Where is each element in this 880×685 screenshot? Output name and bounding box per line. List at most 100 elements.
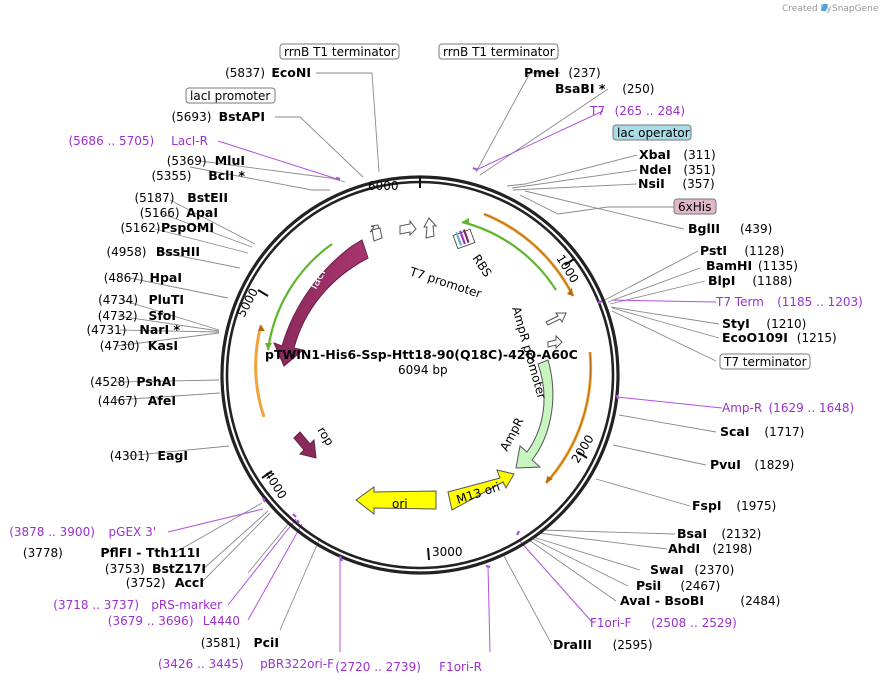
restriction-site[interactable]: BsaBI *(250) [555, 81, 654, 96]
site-name: PstI [700, 243, 727, 258]
6xhis-box[interactable]: 6xHis [673, 198, 717, 215]
restriction-site[interactable]: StyI(1210) [722, 316, 806, 331]
coordinate-ticks [257, 176, 588, 561]
plasmid-length: 6094 bp [398, 363, 448, 377]
site-position: (4528) [90, 375, 130, 389]
primer-label[interactable]: Amp-R(1629 .. 1648) [722, 401, 854, 415]
restriction-site[interactable]: PspOMI(5162) [120, 220, 214, 235]
svg-text:lac operator: lac operator [617, 126, 690, 140]
restriction-site[interactable]: NarI *(4731) [86, 322, 180, 337]
site-name: AvaI - BsoBI [620, 593, 704, 608]
primer-name: pRS-marker [151, 598, 222, 612]
restriction-site[interactable]: XbaI(311) [639, 147, 716, 162]
site-position: (4301) [110, 449, 150, 463]
site-name: BstAPI [219, 109, 265, 124]
site-position: (1188) [752, 274, 792, 288]
site-name: AccI [175, 575, 204, 590]
restriction-site[interactable]: PvuI(1829) [710, 457, 794, 472]
restriction-site[interactable]: BstEII(5187) [134, 190, 228, 205]
small-feature-arrows[interactable] [369, 217, 567, 350]
laci-promoter-box[interactable]: lacI promoter [185, 87, 276, 104]
restriction-site[interactable]: NsiI(357) [638, 176, 715, 191]
primer-label[interactable]: pBR322ori-F(3426 .. 3445) [158, 657, 334, 671]
rrnb-t1-box-1[interactable]: rrnB T1 terminator [279, 43, 400, 60]
lac-operator-box[interactable]: lac operator [612, 124, 692, 141]
restriction-site[interactable]: DraIII(2595) [553, 637, 653, 652]
restriction-site[interactable]: PsiI(2467) [636, 578, 720, 593]
primer-name: pBR322ori-F [260, 657, 334, 671]
restriction-site[interactable]: AccI(3752) [126, 575, 204, 590]
ampr-feature-arrow[interactable] [515, 359, 554, 469]
site-position: (357) [682, 177, 714, 191]
site-position: (1829) [754, 458, 794, 472]
rop-feature-arrow[interactable] [293, 431, 317, 459]
restriction-site[interactable]: AhdI(2198) [668, 541, 752, 556]
restriction-site[interactable]: BamHI(1135) [706, 258, 798, 273]
rrnb-t1-box-2[interactable]: rrnB T1 terminator [438, 43, 559, 60]
restriction-site[interactable]: BssHII(4958) [106, 244, 200, 259]
rbs-block[interactable] [452, 228, 476, 250]
restriction-site[interactable]: BstZ17I(3753) [105, 561, 206, 576]
restriction-site[interactable]: ScaI(1717) [720, 424, 804, 439]
primer-label[interactable]: F1ori-R (2720 .. 2739) [335, 660, 482, 674]
site-position: (5837) [225, 66, 265, 80]
primer-position: (2720 .. 2739) [335, 660, 421, 674]
primer-label[interactable]: T7 Term(1185 .. 1203) [715, 295, 863, 309]
primer-name: F1ori-R [439, 660, 482, 674]
restriction-site[interactable]: ApaI(5166) [140, 205, 218, 220]
site-position: (4867) [104, 271, 144, 285]
snapgene-logo-text: SnapGene [832, 4, 879, 14]
site-name: HpaI [150, 270, 183, 285]
site-position: (2595) [613, 638, 653, 652]
restriction-site[interactable]: FspI(1975) [692, 498, 776, 513]
restriction-site[interactable]: MluI(5369) [167, 153, 245, 168]
restriction-site[interactable]: PmeI(237) [524, 65, 601, 80]
restriction-site[interactable]: EagI(4301) [110, 448, 188, 463]
restriction-site[interactable]: SfoI(4732) [98, 308, 176, 323]
restriction-site[interactable]: BclI * (5355) [151, 168, 245, 183]
site-position: (5355) [151, 169, 191, 183]
primer-label[interactable]: T7(265 .. 284) [589, 104, 685, 118]
restriction-site[interactable]: PluTI(4734) [98, 292, 184, 307]
site-name: BclI * [208, 168, 245, 183]
restriction-site[interactable]: EcoO109I(1215) [722, 330, 837, 345]
restriction-site[interactable]: PciI(3581) [201, 635, 279, 650]
restriction-site[interactable]: BstAPI(5693) [171, 109, 265, 124]
rop-label: rop [314, 424, 336, 448]
ori-feature-arrow[interactable] [355, 486, 437, 516]
primer-name: T7 [589, 104, 605, 118]
primer-label[interactable]: L4440(3679 .. 3696) [108, 614, 240, 628]
primer-name: pGEX 3' [109, 525, 156, 539]
restriction-site[interactable]: KasI(4730) [100, 338, 178, 353]
restriction-site[interactable]: PstI(1128) [700, 243, 784, 258]
restriction-site[interactable]: AvaI - BsoBI(2484) [620, 593, 780, 608]
restriction-site[interactable]: PflFI - Tth111I(3778) [23, 545, 200, 560]
restriction-site[interactable]: BlpI(1188) [708, 273, 792, 288]
leader-lines [115, 72, 720, 646]
primer-label[interactable]: LacI-R(5686 .. 5705) [68, 134, 208, 148]
restriction-site[interactable]: AfeI(4467) [98, 393, 176, 408]
site-name: BssHII [156, 244, 200, 259]
restriction-site[interactable]: SwaI(2370) [650, 562, 734, 577]
primer-label[interactable]: pGEX 3'(3878 .. 3900) [9, 525, 156, 539]
restriction-site[interactable]: NdeI(351) [639, 162, 716, 177]
site-name: AfeI [148, 393, 176, 408]
restriction-site[interactable]: HpaI (4867) [104, 270, 182, 285]
restriction-site[interactable]: PshAI(4528) [90, 374, 176, 389]
t7-terminator-box[interactable]: T7 terminator [719, 353, 811, 370]
site-name: BsaI [677, 526, 707, 541]
rbs-label: RBS [470, 252, 495, 280]
primer-label[interactable]: F1ori-F(2508 .. 2529) [590, 616, 737, 630]
primer-name: L4440 [203, 614, 240, 628]
site-position: (4730) [100, 339, 140, 353]
restriction-site[interactable]: BglII(439) [688, 221, 772, 236]
laci-feature-arrow[interactable] [273, 239, 369, 367]
svg-text:lacI promoter: lacI promoter [190, 89, 270, 103]
m13-ori-feature-arrow[interactable] [447, 469, 515, 511]
primer-label[interactable]: pRS-marker(3718 .. 3737) [53, 598, 222, 612]
restriction-site[interactable]: EcoNI(5837) [225, 65, 311, 80]
site-position: (3778) [23, 546, 63, 560]
restriction-site[interactable]: BsaI(2132) [677, 526, 761, 541]
site-position: (3753) [105, 562, 145, 576]
